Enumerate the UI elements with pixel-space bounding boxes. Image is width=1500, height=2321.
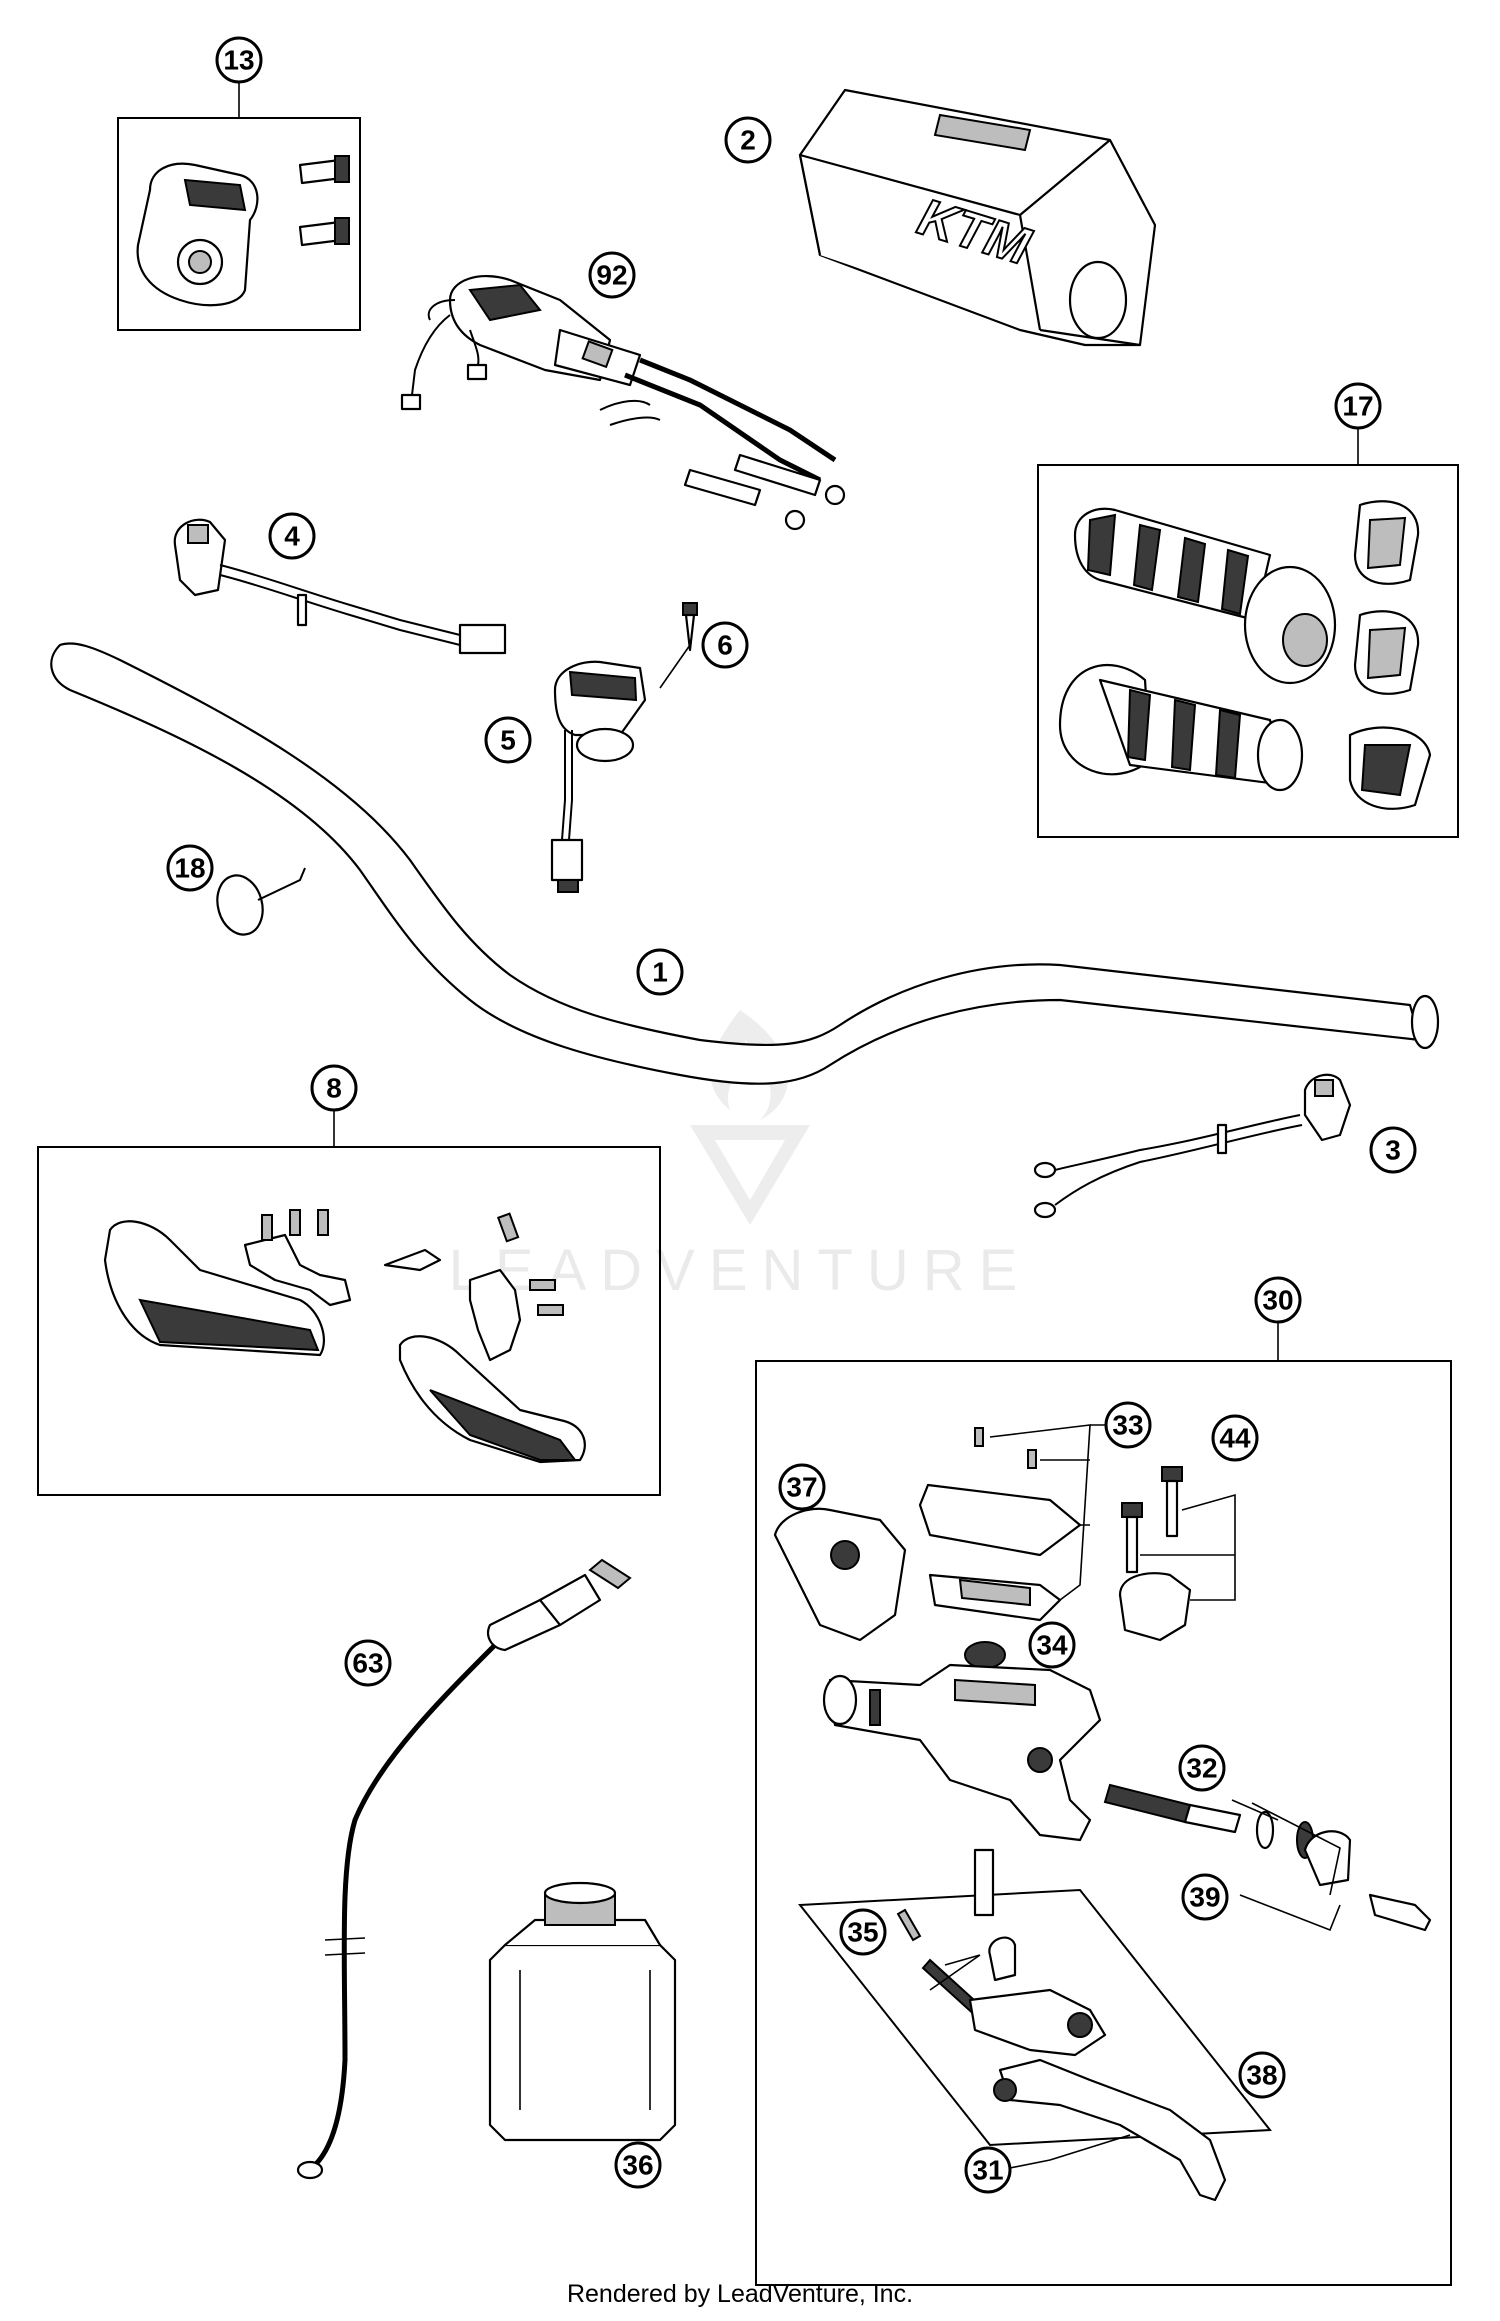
callout-2: 2	[724, 116, 772, 164]
part-18-cable-tie	[216, 867, 306, 936]
callout-13-label: 13	[223, 45, 254, 76]
callout-3: 3	[1369, 1126, 1417, 1174]
part-30-master-cylinder	[755, 1322, 1452, 2286]
callout-6-label: 6	[717, 630, 733, 661]
callout-38-label: 38	[1246, 2060, 1277, 2091]
part-2-handlebar-pad: KTM	[798, 88, 1157, 347]
part-3-lever-switch	[1033, 1073, 1352, 1219]
callout-92: 92	[588, 251, 636, 299]
callout-4: 4	[268, 512, 316, 560]
watermark-v-icon	[690, 1125, 810, 1225]
part-6-screw	[659, 602, 698, 689]
callout-2-label: 2	[740, 125, 756, 156]
callout-39: 39	[1181, 1873, 1229, 1921]
callout-31-label: 31	[972, 2155, 1003, 2186]
callout-92-label: 92	[596, 260, 627, 291]
callout-3-label: 3	[1385, 1135, 1401, 1166]
callout-38: 38	[1238, 2051, 1286, 2099]
callout-63-label: 63	[352, 1648, 383, 1679]
footer-credit: Rendered by LeadVenture, Inc.	[567, 2280, 913, 2308]
callout-33-label: 33	[1112, 1410, 1143, 1441]
part-63-cable	[296, 1558, 632, 2180]
callout-17-label: 17	[1342, 391, 1373, 422]
part-5-map-switch	[550, 660, 647, 893]
callout-5-label: 5	[500, 725, 516, 756]
part-8-handguards	[37, 1110, 661, 1496]
callout-31: 31	[964, 2146, 1012, 2194]
callout-1-label: 1	[652, 957, 668, 988]
callout-33: 33	[1104, 1401, 1152, 1449]
callout-17: 17	[1334, 382, 1382, 430]
watermark-flame-icon	[710, 1010, 788, 1120]
callout-6: 6	[701, 621, 749, 669]
frame-8	[37, 1146, 661, 1496]
part-92-throttle-assembly	[400, 275, 846, 531]
callout-37-label: 37	[786, 1472, 817, 1503]
callout-1: 1	[636, 948, 684, 996]
callout-34-label: 34	[1036, 1630, 1068, 1661]
callout-34: 34	[1028, 1621, 1076, 1669]
part-36-brake-fluid	[488, 1881, 677, 2142]
callout-8-label: 8	[326, 1073, 342, 1104]
callout-30: 30	[1254, 1276, 1302, 1324]
callout-35-label: 35	[847, 1917, 878, 1948]
callout-18-label: 18	[174, 853, 205, 884]
part-17-grips	[1037, 428, 1459, 838]
callout-39-label: 39	[1189, 1882, 1220, 1913]
frame-30	[755, 1360, 1452, 2286]
callouts: 13 2 92 17 4 6 5 18 1 8 3 30 33 44 37 34…	[166, 36, 1417, 2194]
watermark: LEADVENTURE	[449, 1010, 1032, 1303]
callout-44-label: 44	[1219, 1423, 1251, 1454]
callout-35: 35	[839, 1908, 887, 1956]
callout-37: 37	[778, 1463, 826, 1511]
callout-32: 32	[1178, 1744, 1226, 1792]
callout-36-label: 36	[622, 2150, 653, 2181]
callout-8: 8	[310, 1064, 358, 1112]
callout-44: 44	[1211, 1414, 1259, 1462]
watermark-text: LEADVENTURE	[449, 1238, 1032, 1303]
callout-30-label: 30	[1262, 1285, 1293, 1316]
frame-17	[1037, 464, 1459, 838]
callout-5: 5	[484, 716, 532, 764]
callout-4-label: 4	[284, 521, 300, 552]
part-1-handlebar	[50, 642, 1440, 1085]
callout-63: 63	[344, 1639, 392, 1687]
callout-13: 13	[215, 36, 263, 84]
callout-32-label: 32	[1186, 1753, 1217, 1784]
part-4-switch	[173, 518, 507, 655]
part-13-throttle-housing	[117, 80, 361, 331]
callout-18: 18	[166, 844, 214, 892]
callout-36: 36	[614, 2141, 662, 2189]
